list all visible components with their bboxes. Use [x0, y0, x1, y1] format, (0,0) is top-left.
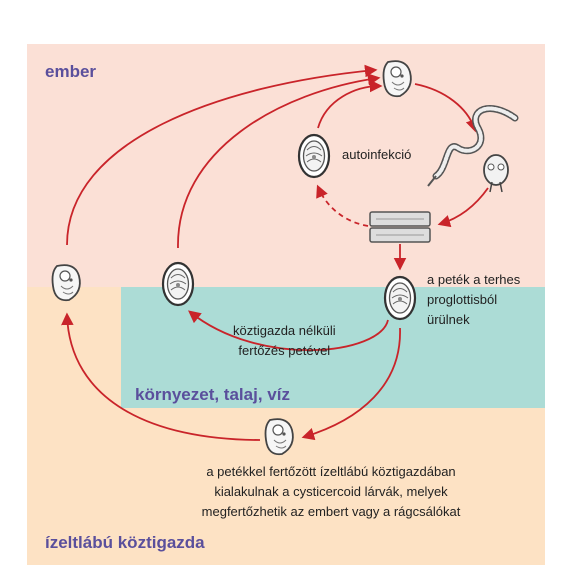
- arrow-adult-to-worm: [414, 83, 478, 133]
- scolex-icon: [483, 154, 509, 193]
- human-zone-label: ember: [45, 62, 97, 81]
- arthropod-stage-caption: a petékkel fertőzött ízeltlábú köztigazd…: [201, 464, 461, 519]
- arrow-direct-egg-infection: [188, 310, 389, 352]
- arrow-host-larva-to-human: [66, 64, 378, 246]
- arrow-proglottids-to-autoinfection: [316, 184, 369, 227]
- human-zone: [27, 44, 545, 287]
- egg-release-caption: a peték a terhes proglottisból ürülnek: [427, 272, 521, 327]
- arthropod-larva-icon: [264, 418, 294, 456]
- arthropod-host-zone-label: ízeltlábú köztigazda: [45, 533, 205, 552]
- direct-infection-caption: köztigazda nélküli fertőzés petével: [233, 323, 336, 358]
- arrow-autoinfection-egg-to-adult: [317, 79, 383, 129]
- egg-released-icon: [383, 275, 417, 321]
- egg-environment-icon: [161, 261, 195, 307]
- tapeworm-icon: [427, 105, 519, 187]
- proglottid-segments-icon: [369, 211, 431, 243]
- autoinfection-egg-icon: [297, 133, 331, 179]
- arrow-arthropod-to-host-larva: [61, 312, 261, 441]
- environment-zone: [121, 287, 545, 408]
- arrow-worm-to-proglottids: [437, 187, 489, 228]
- host-larva-icon: [51, 264, 81, 302]
- arrow-egg-to-human: [177, 73, 381, 249]
- environment-zone-label: környezet, talaj, víz: [135, 385, 290, 404]
- adult-cysticercoid-icon: [382, 60, 412, 98]
- arrow-egg-to-arthropod: [301, 327, 401, 441]
- autoinfection-caption: autoinfekció: [342, 147, 412, 162]
